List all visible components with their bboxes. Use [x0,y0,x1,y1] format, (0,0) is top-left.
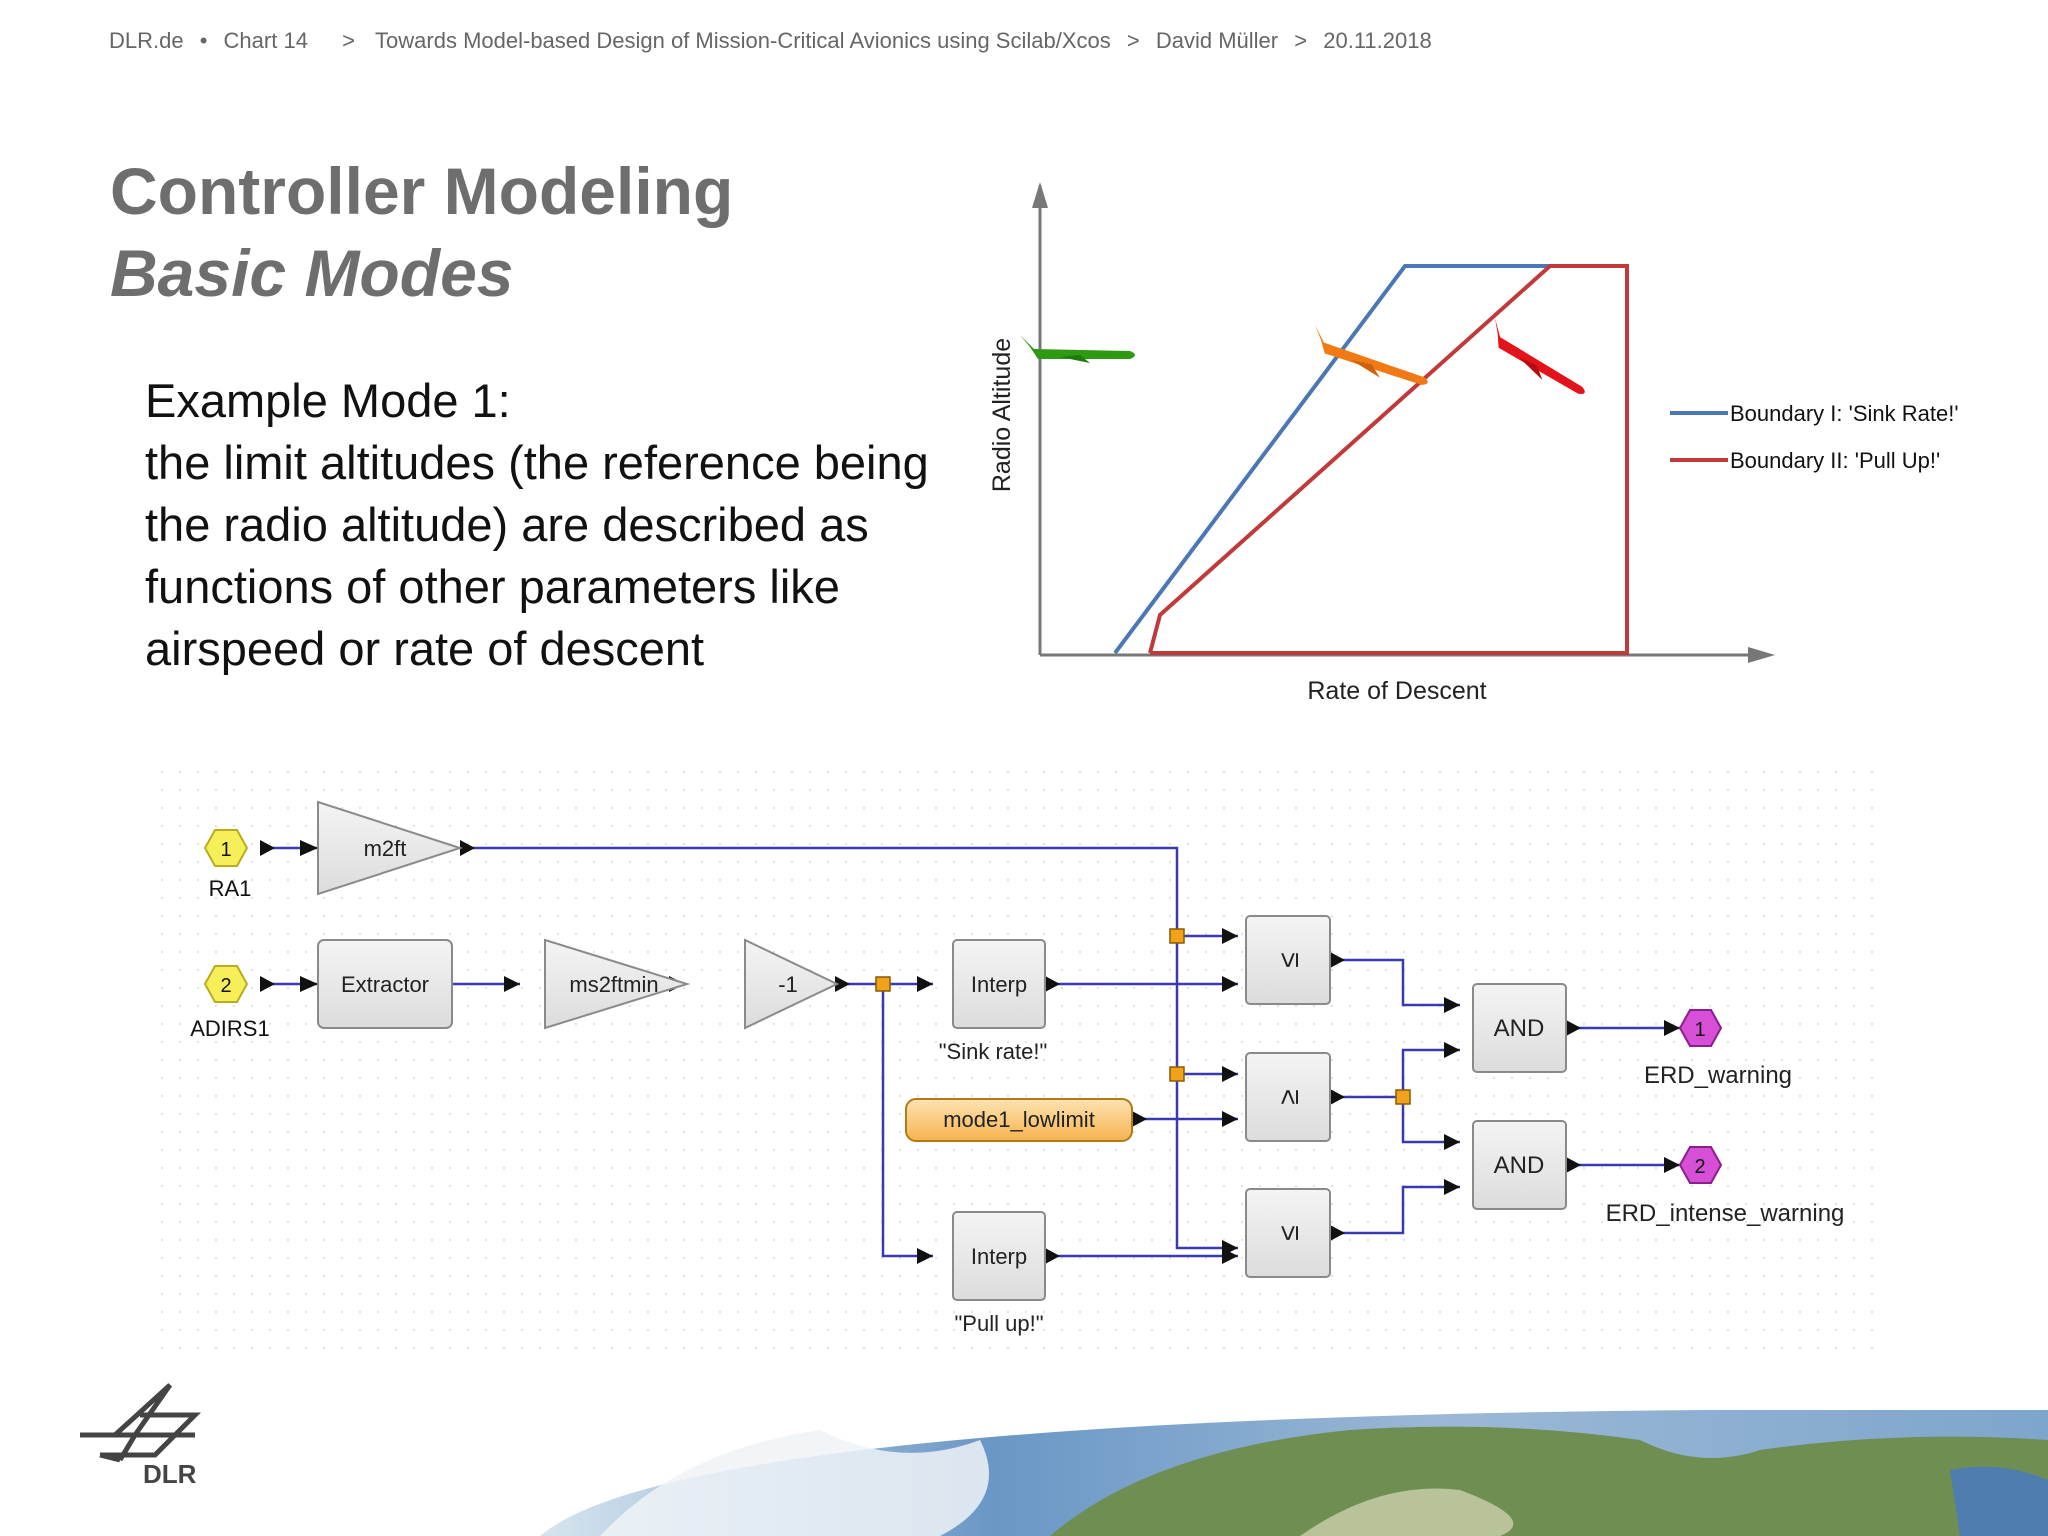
extractor-block-label: Extractor [341,972,429,997]
breadcrumb-separator: > [1126,28,1140,53]
output-port-1[interactable] [1678,1009,1723,1047]
series-line-boundary-1 [1113,264,1550,655]
gain-block-ms2ftmin[interactable] [544,938,691,1030]
output-port-2-number: 2 [1694,1156,1705,1178]
interp-block-sink-rate-caption: "Sink rate!" [939,1039,1048,1064]
body-line-2: the limit altitudes (the reference being… [145,436,929,675]
input-port-1-number: 1 [220,839,231,861]
chart-number: Chart 14 [223,28,308,53]
plane-orange-icon [1315,325,1428,385]
gain-block-negate-label: -1 [778,972,798,997]
compare-block-le-1[interactable] [1245,915,1331,1005]
boundary-chart: Rate of Descent Radio Altitude Boundary … [988,182,1959,705]
compare-block-le-1-label: ≤ [1273,952,1304,967]
plane-red-icon [1495,318,1585,395]
gain-block-m2ft-label: m2ft [364,836,407,861]
gain-block-ms2ftmin-label: ms2ftmin [569,972,658,997]
arrowheads [260,840,1680,1264]
input-port-2-number: 2 [220,975,231,997]
x-axis-label: Rate of Descent [1307,677,1486,705]
breadcrumb-separator: > [1294,28,1308,53]
output-port-2-label: ERD_intense_warning [1606,1200,1845,1227]
body-line-1: Example Mode 1: [145,374,511,427]
dlr-logo-text: DLR [143,1459,197,1489]
gain-block-negate[interactable] [744,938,840,1030]
series-line-boundary-2 [1148,264,1629,655]
y-axis-arrow [1032,182,1048,208]
input-port-2-label: ADIRS1 [190,1016,269,1041]
dlr-logo: DLR [80,1383,202,1489]
output-port-1-number: 1 [1694,1019,1705,1041]
legend-label-boundary-1: Boundary I: 'Sink Rate!' [1730,401,1959,426]
compare-block-le-2-label: ≤ [1273,1225,1304,1240]
title-main: Controller Modeling [110,154,734,228]
and-block-2-label: AND [1494,1152,1545,1179]
site-name: DLR.de [109,28,184,53]
bullet: • [199,28,208,53]
xcos-diagram: 1 RA1 2 ADIRS1 m2ft Extractor ms2ftmin -… [160,770,1880,1360]
author: David Müller [1155,28,1279,53]
and-block-2[interactable] [1472,1120,1567,1210]
output-port-1-label: ERD_warning [1644,1062,1792,1089]
date: 20.11.2018 [1323,28,1432,53]
and-block-1-label: AND [1494,1015,1545,1042]
earth-footer-image [540,1410,2048,1536]
breadcrumb: DLR.de • Chart 14 > Towards Model-based … [109,28,1432,54]
input-port-1-label: RA1 [209,876,252,901]
gain-block-m2ft[interactable] [317,800,464,896]
interp-block-sink-rate[interactable] [952,939,1046,1029]
dlr-logo-mark [80,1383,202,1463]
constant-block-mode1-lowlimit[interactable] [905,1098,1133,1142]
output-port-2[interactable] [1678,1146,1723,1184]
and-block-1[interactable] [1472,983,1567,1073]
title-sub: Basic Modes [110,236,514,310]
input-port-2[interactable] [203,965,249,1003]
plane-green-icon [1020,335,1135,363]
talk-title: Towards Model-based Design of Mission-Cr… [375,28,1111,53]
legend-label-boundary-2: Boundary II: 'Pull Up!' [1730,448,1940,473]
interp-block-pull-up[interactable] [952,1211,1046,1301]
compare-block-le-2[interactable] [1245,1188,1331,1278]
slide-title: Controller Modeling Basic Modes [110,150,733,314]
interp-block-pull-up-label: Interp [971,1244,1027,1269]
breadcrumb-separator: > [342,28,355,53]
input-port-1[interactable] [203,829,249,867]
constant-block-label: mode1_lowlimit [943,1107,1095,1132]
split-points [875,928,1411,1105]
interp-block-pull-up-caption: "Pull up!" [955,1311,1044,1336]
x-axis-arrow [1748,647,1775,663]
extractor-block[interactable] [317,939,453,1029]
compare-block-ge-label: ≥ [1273,1089,1304,1104]
body-text: Example Mode 1: the limit altitudes (the… [145,370,945,680]
compare-block-ge[interactable] [1245,1052,1331,1142]
interp-block-sink-rate-label: Interp [971,972,1027,997]
y-axis-label: Radio Altitude [988,338,1016,492]
